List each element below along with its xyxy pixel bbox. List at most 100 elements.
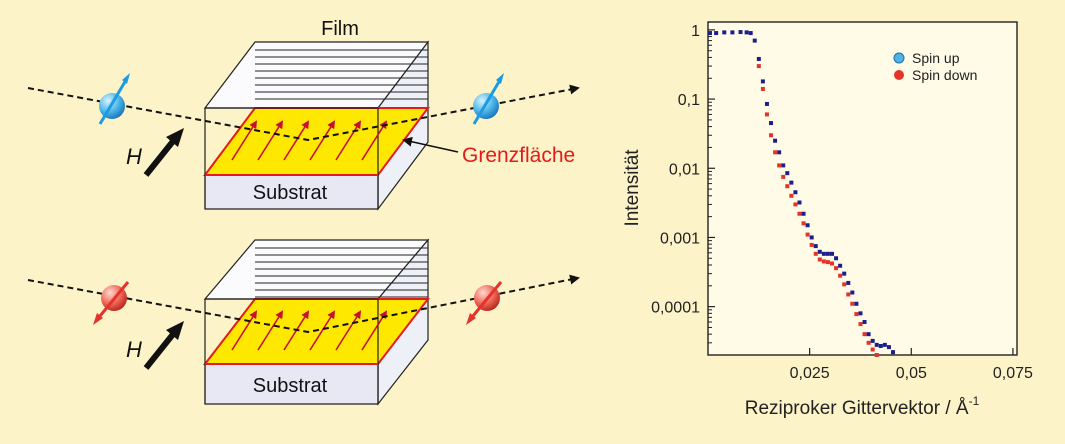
spin-down-neutron-icon [466,281,503,325]
x-axis-label-exponent: -1 [969,394,980,408]
data-point [878,343,883,348]
magnetic-field-arrow-icon [143,321,184,370]
data-point [830,261,835,266]
data-point [874,353,879,357]
data-point [789,193,794,198]
data-point [730,30,735,35]
data-point [756,56,761,61]
data-point [773,138,778,143]
data-point [793,202,798,207]
data-point [809,235,814,240]
sample-top: Film Substrat Grenzfläche [203,18,575,211]
data-point [760,86,765,91]
data-point [821,251,826,256]
box-outline [204,107,379,209]
data-point [801,221,806,226]
data-point [842,282,847,287]
plot-area [707,21,1018,356]
y-tick-label: 0,0001 [651,300,700,317]
x-axis-label: Reziproker Gittervektor / Å-1 [745,394,980,419]
spin-up-neutron-icon [98,73,130,125]
data-point [825,251,830,256]
data-point [744,30,749,35]
series-spin-up [708,30,895,355]
field-label: H [126,337,142,362]
data-point [769,121,774,126]
data-point [874,342,879,347]
data-point [764,101,769,106]
axis-ticks: 1 0,1 0,01 0,001 0,0001 0,025 0,05 0,075 [651,23,1033,382]
interface-label: Grenzfläche [462,144,575,167]
data-point [789,180,794,185]
y-tick-label: 0,01 [669,161,700,178]
data-point [821,259,826,264]
y-tick-label: 0,001 [660,230,700,247]
film-layers [255,49,428,100]
data-point [862,319,867,324]
magnetization-arrows [231,120,388,161]
data-point [752,38,757,43]
data-point [866,340,871,345]
field-label: H [126,144,142,169]
spin-up-neutron-icon [472,73,504,125]
data-point [838,273,843,278]
y-axis-label: Intensität [622,149,643,227]
series-spin-down [756,64,879,357]
data-point [748,31,753,36]
data-point [817,249,822,254]
data-point [870,338,875,343]
data-point [801,211,806,216]
data-point [870,347,875,352]
legend-marker-spin-down [894,70,904,80]
data-point [866,332,871,337]
data-point [858,311,863,316]
data-point [738,30,743,35]
y-tick-label: 1 [691,23,700,40]
data-point [785,184,790,189]
legend: Spin up Spin down [893,50,977,83]
data-point [714,31,719,36]
data-point [764,112,769,117]
legend-label-spin-up: Spin up [912,50,960,66]
data-point [793,190,798,195]
data-point [777,150,782,155]
data-point [846,292,851,297]
data-point [756,64,761,69]
x-tick-label: 0,075 [993,365,1033,382]
spin-down-neutron-icon [93,281,130,325]
data-point [769,133,774,138]
data-point [858,322,863,327]
data-point [813,244,818,249]
data-point [842,271,847,276]
data-point [809,242,814,247]
data-point [890,350,895,355]
data-point [777,163,782,168]
sample-bottom: Substrat [202,238,431,406]
data-point [886,345,891,350]
film-layers [255,247,428,298]
data-point [850,290,855,295]
substrate-label: Substrat [253,375,328,397]
y-tick-label: 0,1 [678,92,700,109]
data-point [708,31,713,36]
data-point [781,163,786,168]
legend-label-spin-down: Spin down [912,67,977,83]
data-point [834,266,839,271]
data-point [817,257,822,262]
film-label: Film [321,18,359,40]
legend-marker-spin-up [893,52,905,64]
magnetization-arrows [231,310,388,351]
data-point [773,150,778,155]
substrate-label: Substrat [253,182,328,204]
x-tick-label: 0,025 [790,365,830,382]
data-point [850,301,855,306]
data-point [854,312,859,317]
x-tick-label: 0,05 [896,365,927,382]
data-point [882,342,887,347]
data-point [797,211,802,216]
polarized-reflectometry-diagram: Film Substrat Grenzfläche H [27,18,580,406]
data-point [781,174,786,179]
data-point [862,332,867,337]
